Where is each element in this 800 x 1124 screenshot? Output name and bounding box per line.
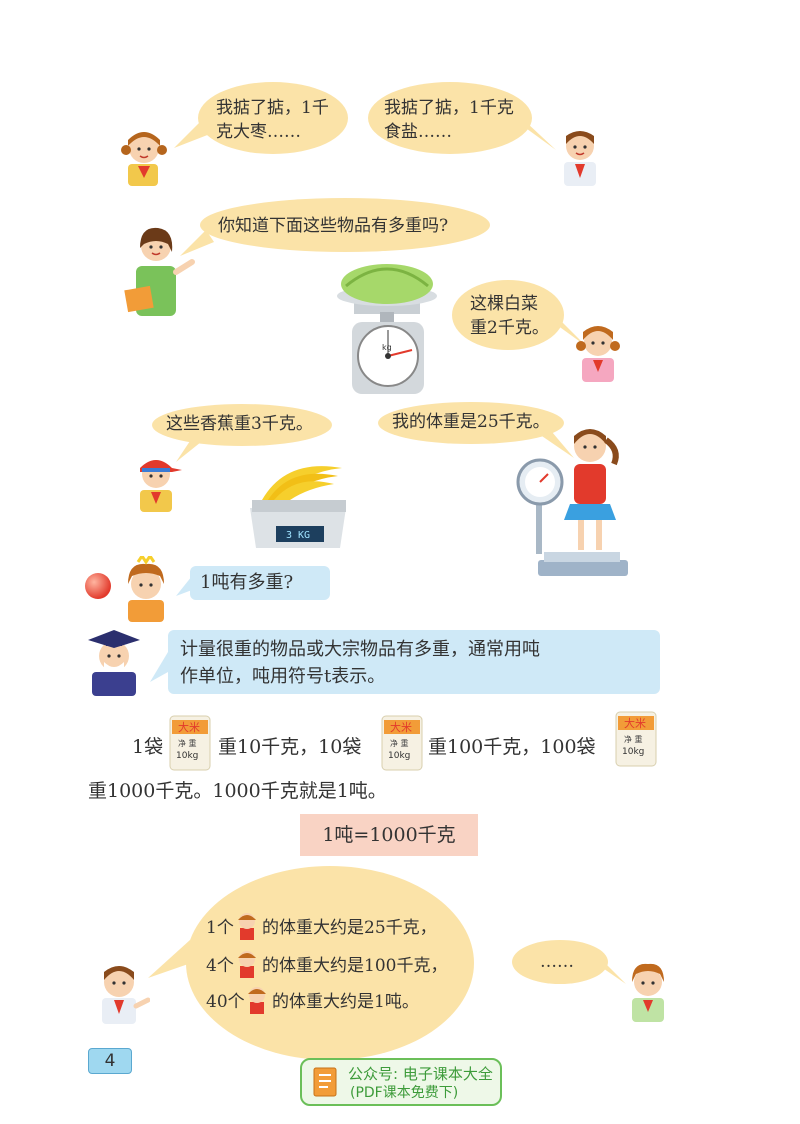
girl-figure xyxy=(128,556,164,622)
bubble-teacher xyxy=(200,198,490,252)
rice-bag-icon: 大米净 重 10kg xyxy=(380,714,424,772)
kid-icon xyxy=(238,913,256,940)
svg-text:10kg: 10kg xyxy=(176,751,198,761)
girl-figure xyxy=(121,132,167,186)
page-number: 4 xyxy=(88,1048,132,1074)
kids-line-2b: 的体重大约是100千克， xyxy=(262,956,448,976)
doctor-line-1: 计量很重的物品或大宗物品有多重，通常用吨 xyxy=(180,639,540,660)
kids-line-1b: 的体重大约是25千克， xyxy=(262,918,437,938)
bubble-cabbage xyxy=(452,280,564,350)
teacher-figure xyxy=(124,227,195,316)
bubble-bananas xyxy=(152,404,332,446)
red-ball-icon xyxy=(85,573,111,599)
cabbage-scale: kg xyxy=(337,264,437,394)
banana-scale: 3 KG xyxy=(250,466,346,548)
watermark: 公众号: 电子课本大全 (PDF课本免费下) xyxy=(300,1058,502,1106)
svg-text:净 重: 净 重 xyxy=(390,738,409,748)
watermark-line-2: (PDF课本免费下) xyxy=(350,1085,459,1101)
boy-figure xyxy=(102,966,150,1024)
boy-figure xyxy=(564,131,596,186)
svg-text:10kg: 10kg xyxy=(388,751,410,761)
girl-on-scale xyxy=(516,429,628,576)
boy-cap-figure xyxy=(140,460,182,512)
bubble-body-weight xyxy=(378,402,564,444)
paragraph-part-1: 1袋 xyxy=(132,736,164,758)
formula-box: 1吨=1000千克 xyxy=(300,814,478,856)
teacher-question: 你知道下面这些物品有多重吗? xyxy=(218,216,449,236)
scale-unit: kg xyxy=(382,343,392,352)
kids-line-1a: 1个 xyxy=(206,918,234,938)
scale-display: 3 KG xyxy=(286,530,310,541)
bubble-ellipsis xyxy=(512,940,608,984)
svg-text:净 重: 净 重 xyxy=(624,734,643,744)
kid-icon xyxy=(248,987,266,1014)
watermark-line-1: 公众号: 电子课本大全 xyxy=(348,1065,493,1083)
svg-text:大米: 大米 xyxy=(624,716,646,730)
bubble-salt-text: 我掂了掂，1千克食盐…… xyxy=(384,98,514,142)
bubble-tail xyxy=(176,438,206,462)
book-icon xyxy=(313,1067,337,1097)
kids-line-2a: 4个 xyxy=(206,956,234,976)
paragraph-part-2: 重10千克，10袋 xyxy=(218,736,362,758)
bubble-dates xyxy=(198,82,348,154)
bubble-kids-weight xyxy=(186,866,474,1060)
kids-line-3a: 40个 xyxy=(206,992,245,1012)
body-weight-text: 我的体重是25千克。 xyxy=(392,412,550,432)
bubble-tail xyxy=(174,120,210,148)
rice-bag-icon: 大米净 重 10kg xyxy=(168,714,212,772)
kids-line-3b: 的体重大约是1吨。 xyxy=(272,992,419,1012)
bubble-dates-text: 我掂了掂，1千克大枣…… xyxy=(216,98,329,142)
paragraph-part-3: 重100千克，100袋 xyxy=(428,736,596,758)
bubble-tail xyxy=(536,432,574,458)
svg-text:大米: 大米 xyxy=(178,720,200,734)
bubble-tail xyxy=(180,230,214,256)
bubble-tail xyxy=(512,118,556,150)
ellipsis-text: …… xyxy=(540,952,574,972)
kid-icon xyxy=(238,951,256,978)
girl-figure xyxy=(632,963,664,1022)
bananas-text: 这些香蕉重3千克。 xyxy=(166,414,313,434)
rice-bag-icon: 大米净 重 10kg xyxy=(614,710,658,768)
paragraph-line-2: 重1000千克。1000千克就是1吨。 xyxy=(88,780,387,802)
doctor-line-2: 作单位，吨用符号t表示。 xyxy=(180,666,386,687)
bubble-tail xyxy=(148,940,194,978)
bubble-salt xyxy=(368,82,532,154)
bubble-tail xyxy=(176,576,192,596)
svg-text:10kg: 10kg xyxy=(622,747,644,757)
doctor-box xyxy=(168,630,660,694)
cabbage-text: 这棵白菜重2千克。 xyxy=(470,294,549,338)
girl-figure xyxy=(576,326,620,382)
svg-text:大米: 大米 xyxy=(390,720,412,734)
bubble-tail xyxy=(150,652,168,682)
svg-text:净 重: 净 重 xyxy=(178,738,197,748)
ton-question: 1吨有多重? xyxy=(200,572,294,593)
ton-question-box xyxy=(190,566,330,600)
bubble-tail xyxy=(550,320,586,346)
doctor-figure xyxy=(88,630,140,696)
bubble-tail xyxy=(594,962,626,984)
